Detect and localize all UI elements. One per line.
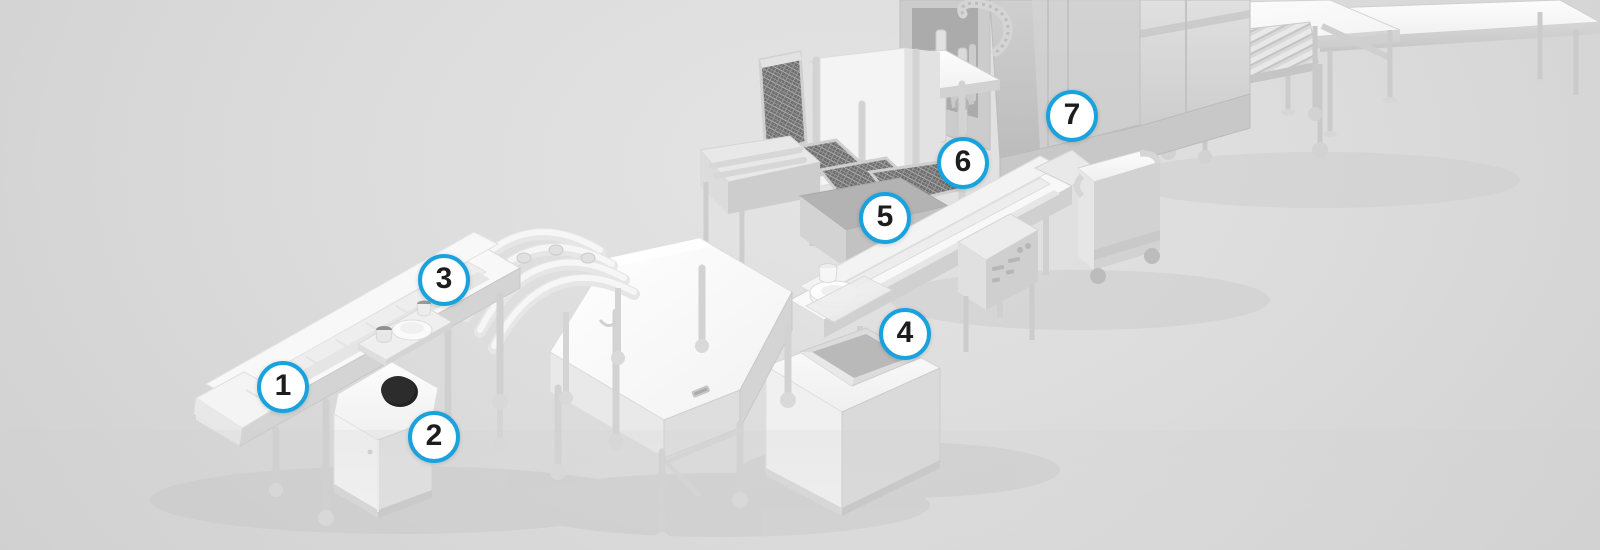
callout-badge-5[interactable]: 5	[859, 192, 911, 244]
callout-badge-4[interactable]: 4	[879, 308, 931, 360]
cup	[818, 263, 838, 283]
mobile-rack-trolley	[1074, 149, 1162, 284]
rack-conveyor-dishwasher	[899, 0, 1251, 191]
callout-badge-7[interactable]: 7	[1046, 90, 1098, 142]
callout-badge-1[interactable]: 1	[257, 361, 309, 413]
callout-label-1: 1	[274, 369, 292, 402]
callout-label-2: 2	[425, 419, 443, 452]
rack-loading-station	[699, 47, 1002, 268]
drawer-handle	[691, 385, 710, 398]
callout-badge-2[interactable]: 2	[408, 411, 460, 463]
callout-label-5: 5	[876, 200, 894, 233]
control-panel-cabinet	[957, 213, 1040, 352]
callout-label-6: 6	[954, 145, 972, 178]
dish-rack-vertical	[758, 50, 808, 159]
callout-label-7: 7	[1063, 98, 1081, 131]
tray-with-plate-and-cups	[356, 300, 454, 366]
callout-badge-6[interactable]: 6	[937, 137, 989, 189]
callout-badge-3[interactable]: 3	[418, 254, 470, 306]
control-buttons	[991, 243, 1031, 283]
callout-label-4: 4	[896, 316, 914, 349]
callout-label-3: 3	[435, 262, 453, 295]
